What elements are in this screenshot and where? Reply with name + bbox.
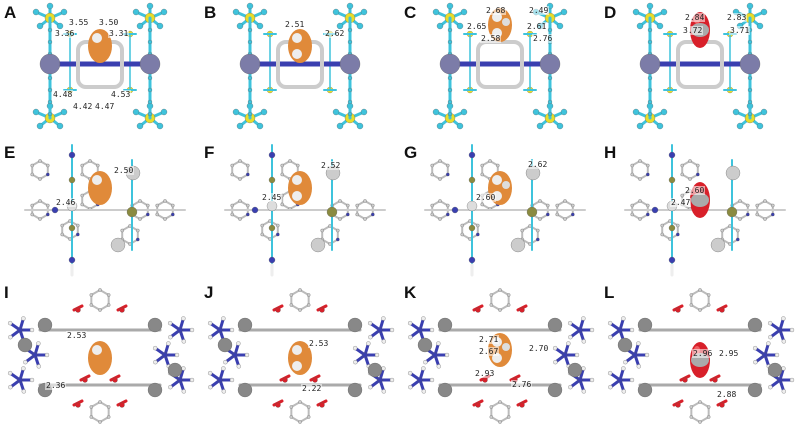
distance-label: 2.53 — [66, 331, 88, 340]
distance-label: 2.58 — [480, 34, 502, 43]
panel-b: B 2.51 2.62 — [200, 0, 400, 140]
molecular-structure-top — [32, 2, 168, 130]
panel-label: A — [4, 3, 17, 22]
molecular-structure-side — [624, 144, 786, 277]
panel-l: L 2.96 2.95 2.88 — [600, 280, 800, 431]
distance-label: 2.62 — [324, 29, 346, 38]
distance-label: 2.96 — [692, 349, 714, 358]
panel-label: J — [204, 283, 214, 302]
distance-label: 2.95 — [718, 349, 740, 358]
distance-label: 3.50 — [98, 18, 120, 27]
panel-label: L — [604, 283, 615, 302]
molecular-structure-cage — [408, 288, 595, 424]
distance-label: 2.65 — [466, 22, 488, 31]
molecular-structure-side — [424, 144, 586, 277]
distance-label: 2.49 — [528, 6, 550, 15]
panel-c: C 2.68 2.49 2.65 2.58 2.61 2.76 — [400, 0, 600, 140]
guest-molecule-co2 — [690, 342, 710, 378]
molecular-structure-top — [432, 2, 568, 130]
distance-label: 2.83 — [726, 13, 748, 22]
panel-h: H 2.60 2.47 — [600, 140, 800, 280]
distance-label: 2.51 — [284, 20, 306, 29]
guest-molecule-ethylene — [288, 171, 312, 205]
distance-label: 2.88 — [716, 390, 738, 399]
distance-label: 2.70 — [528, 344, 550, 353]
distance-label: 2.62 — [527, 160, 549, 169]
distance-label: 2.61 — [526, 22, 548, 31]
distance-label: 3.55 — [68, 18, 90, 27]
guest-molecule-ethylene — [288, 341, 312, 375]
panel-label: I — [4, 283, 9, 302]
guest-molecule-acetylene — [88, 171, 112, 205]
panel-label: G — [404, 143, 418, 162]
distance-label: 3.71 — [729, 26, 751, 35]
distance-label: 2.50 — [113, 166, 135, 175]
distance-label: 4.47 — [94, 102, 116, 111]
distance-label: 2.76 — [532, 34, 554, 43]
panel-label: D — [604, 3, 617, 22]
distance-label: 2.93 — [474, 369, 496, 378]
molecular-structure-cage — [208, 288, 395, 424]
panel-j: J 2.53 2.22 — [200, 280, 400, 431]
distance-label: 2.45 — [261, 193, 283, 202]
molecular-structure-side — [24, 144, 186, 277]
molecular-structure-top — [232, 2, 368, 130]
distance-label: 2.60 — [475, 193, 497, 202]
molecular-structure-side — [224, 144, 386, 277]
panel-label: K — [404, 283, 417, 302]
distance-label: 3.31 — [108, 29, 130, 38]
panel-label: F — [204, 143, 215, 162]
panel-k: K 2.71 2.67 2.70 2.93 2.76 — [400, 280, 600, 431]
panel-label: C — [404, 3, 417, 22]
distance-label: 2.67 — [478, 347, 500, 356]
guest-molecule-acetylene — [88, 341, 112, 375]
panel-g: G 2.62 2.60 — [400, 140, 600, 280]
panel-label: E — [4, 143, 16, 162]
distance-label: 3.36 — [54, 29, 76, 38]
distance-label: 2.53 — [308, 339, 330, 348]
panel-label: B — [204, 3, 217, 22]
distance-label: 4.42 — [72, 102, 94, 111]
distance-label: 2.68 — [485, 6, 507, 15]
distance-label: 2.36 — [45, 381, 67, 390]
distance-label: 2.46 — [55, 198, 77, 207]
molecular-structure-cage — [8, 288, 195, 424]
distance-label: 2.60 — [684, 186, 706, 195]
guest-molecule-acetylene — [88, 29, 112, 63]
panel-f: F 2.52 2.45 — [200, 140, 400, 280]
distance-label: 3.72 — [682, 26, 704, 35]
distance-label: 2.76 — [511, 380, 533, 389]
distance-label: 4.48 — [52, 90, 74, 99]
distance-label: 2.47 — [670, 198, 692, 207]
distance-label: 2.22 — [301, 384, 323, 393]
guest-molecule-ethylene — [288, 29, 312, 63]
distance-label: 2.71 — [478, 335, 500, 344]
distance-label: 2.84 — [684, 13, 706, 22]
molecular-structure-cage — [608, 288, 795, 424]
panel-d: D 2.84 2.83 3.72 3.71 — [600, 0, 800, 140]
panel-label: H — [604, 143, 617, 162]
panel-e: E 2.50 2.46 — [0, 140, 200, 280]
panel-i: I 2.53 2.36 — [0, 280, 200, 431]
panel-a: A 3.55 3.50 3.36 3.31 4.48 4.42 4.53 4.47 — [0, 0, 200, 140]
distance-label: 4.53 — [110, 90, 132, 99]
distance-label: 2.52 — [320, 161, 342, 170]
